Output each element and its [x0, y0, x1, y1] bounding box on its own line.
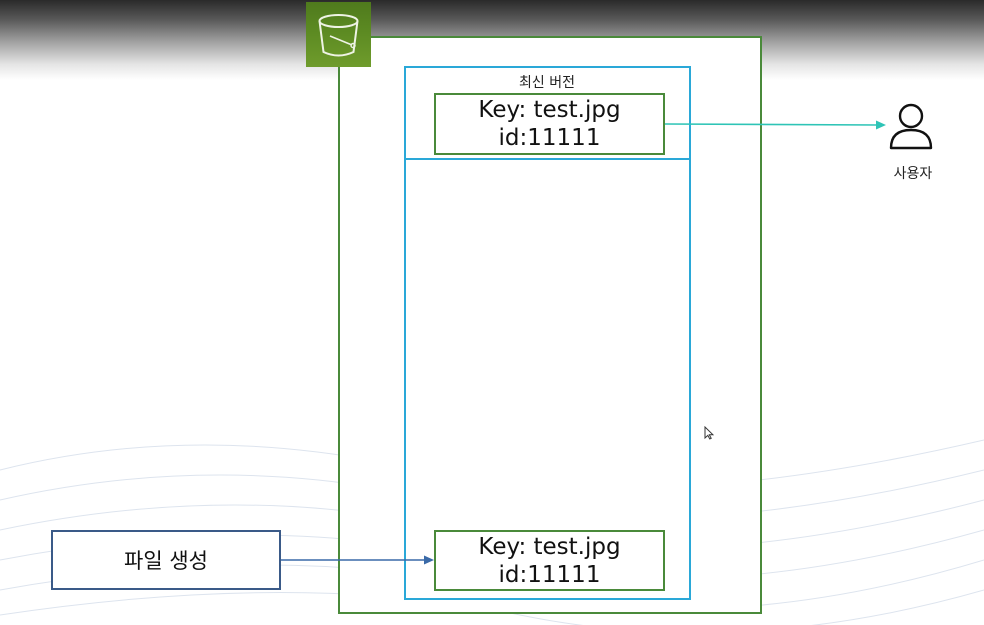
create-file-box: 파일 생성 [51, 530, 281, 590]
latest-version-label: 최신 버전 [519, 75, 575, 91]
mouse-pointer-icon [704, 425, 715, 444]
create-file-label: 파일 생성 [124, 549, 208, 573]
user-label: 사용자 [893, 166, 933, 182]
latest-object-id: id:11111 [498, 125, 601, 151]
latest-object-key: Key: test.jpg [478, 97, 621, 123]
create-arrow [281, 555, 434, 565]
user-arrow [664, 120, 886, 130]
created-object-key: Key: test.jpg [478, 533, 621, 560]
latest-version-divider [404, 158, 691, 160]
latest-object-box: Key: test.jpg id:11111 [434, 93, 665, 155]
created-object-id: id:11111 [498, 561, 601, 588]
s3-bucket-icon [306, 2, 371, 67]
user-icon [888, 100, 934, 150]
created-object-box: Key: test.jpg id:11111 [434, 530, 665, 591]
version-stack [404, 66, 691, 600]
